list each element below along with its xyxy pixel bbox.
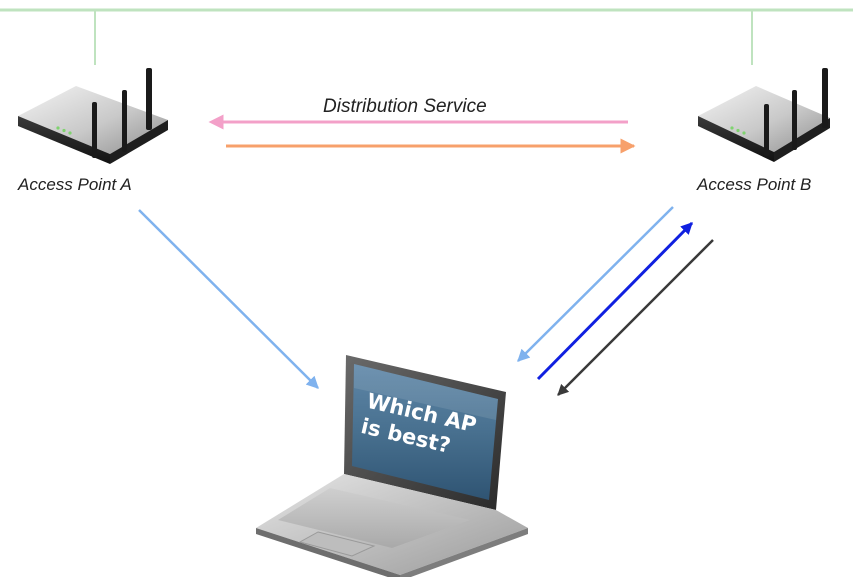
laptop-icon (256, 355, 528, 577)
wired-backbone (0, 8, 853, 65)
signal-arrow-ap-a-to-laptop (138, 209, 319, 389)
signal-arrow-laptop-to-ap-b (536, 221, 694, 381)
access-point-a-icon (18, 68, 168, 164)
access-point-a-label: Access Point A (17, 175, 132, 194)
access-point-b-label: Access Point B (696, 175, 811, 194)
access-point-b-icon (698, 68, 830, 162)
signal-arrow-ap-b-to-laptop (517, 206, 674, 362)
signal-arrow-ap-b-response (557, 239, 714, 396)
distribution-service-label: Distribution Service (323, 96, 487, 117)
